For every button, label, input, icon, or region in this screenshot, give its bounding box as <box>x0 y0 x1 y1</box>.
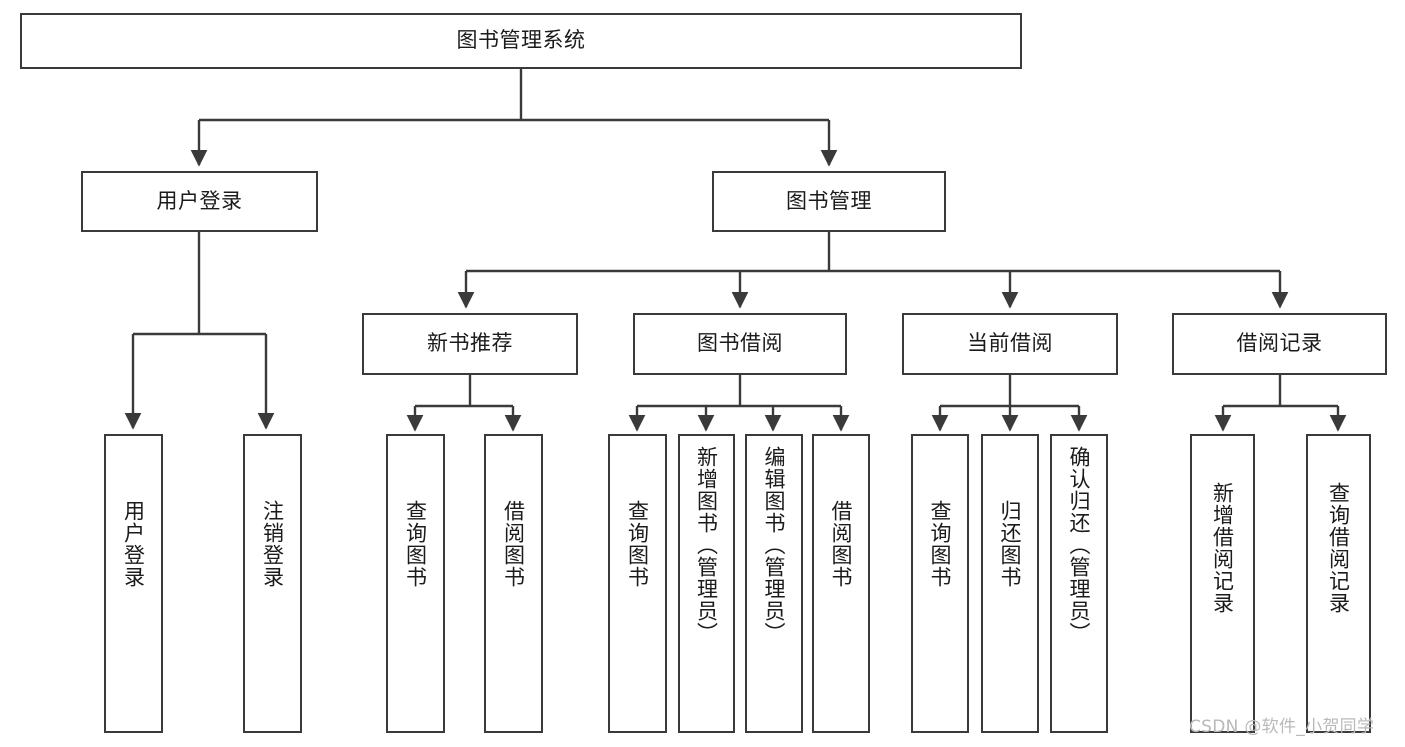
leaf-edit-book[interactable]: 编辑图书（管理员） <box>745 434 803 733</box>
leaf-logout[interactable]: 注销登录 <box>243 434 302 733</box>
leaf-add-record-label: 新增借阅记录 <box>1210 482 1235 614</box>
leaf-borrow-book-2[interactable]: 借阅图书 <box>812 434 870 733</box>
node-new-book-rec[interactable]: 新书推荐 <box>362 313 578 375</box>
leaf-query-book-2-label: 查询图书 <box>625 500 650 588</box>
node-user-login-label: 用户登录 <box>156 188 243 213</box>
leaf-user-login-label: 用户登录 <box>121 500 146 588</box>
leaf-query-record[interactable]: 查询借阅记录 <box>1306 434 1371 733</box>
leaf-borrow-book-1[interactable]: 借阅图书 <box>484 434 543 733</box>
leaf-query-record-label: 查询借阅记录 <box>1326 482 1351 614</box>
node-book-borrow-label: 图书借阅 <box>697 331 783 356</box>
node-current-borrow-label: 当前借阅 <box>967 331 1053 356</box>
node-root-label: 图书管理系统 <box>456 28 586 53</box>
leaf-add-book[interactable]: 新增图书（管理员） <box>678 434 735 733</box>
node-user-login[interactable]: 用户登录 <box>81 171 318 232</box>
leaf-return-book-label: 归还图书 <box>998 500 1023 588</box>
node-new-book-rec-label: 新书推荐 <box>427 331 513 356</box>
leaf-add-record[interactable]: 新增借阅记录 <box>1190 434 1255 733</box>
watermark: CSDN @软件_小贺同学 <box>1189 717 1375 737</box>
node-current-borrow[interactable]: 当前借阅 <box>902 313 1118 375</box>
leaf-edit-book-label: 编辑图书（管理员） <box>762 446 787 644</box>
leaf-confirm-return-label: 确认归还（管理员） <box>1067 446 1092 644</box>
node-book-manage[interactable]: 图书管理 <box>712 171 946 232</box>
node-borrow-record-label: 借阅记录 <box>1236 331 1323 356</box>
leaf-logout-label: 注销登录 <box>260 500 285 588</box>
leaf-query-book-3-label: 查询图书 <box>928 500 953 588</box>
leaf-confirm-return[interactable]: 确认归还（管理员） <box>1050 434 1108 733</box>
leaf-return-book[interactable]: 归还图书 <box>981 434 1039 733</box>
leaf-borrow-book-2-label: 借阅图书 <box>829 500 854 588</box>
leaf-query-book-3[interactable]: 查询图书 <box>911 434 969 733</box>
leaf-borrow-book-1-label: 借阅图书 <box>501 500 526 588</box>
leaf-query-book-1[interactable]: 查询图书 <box>386 434 445 733</box>
node-book-borrow[interactable]: 图书借阅 <box>633 313 847 375</box>
leaf-query-book-2[interactable]: 查询图书 <box>608 434 667 733</box>
node-root[interactable]: 图书管理系统 <box>20 13 1022 69</box>
leaf-add-book-label: 新增图书（管理员） <box>694 446 719 644</box>
leaf-query-book-1-label: 查询图书 <box>403 500 428 588</box>
node-book-manage-label: 图书管理 <box>786 188 872 213</box>
leaf-user-login[interactable]: 用户登录 <box>104 434 163 733</box>
node-borrow-record[interactable]: 借阅记录 <box>1172 313 1387 375</box>
